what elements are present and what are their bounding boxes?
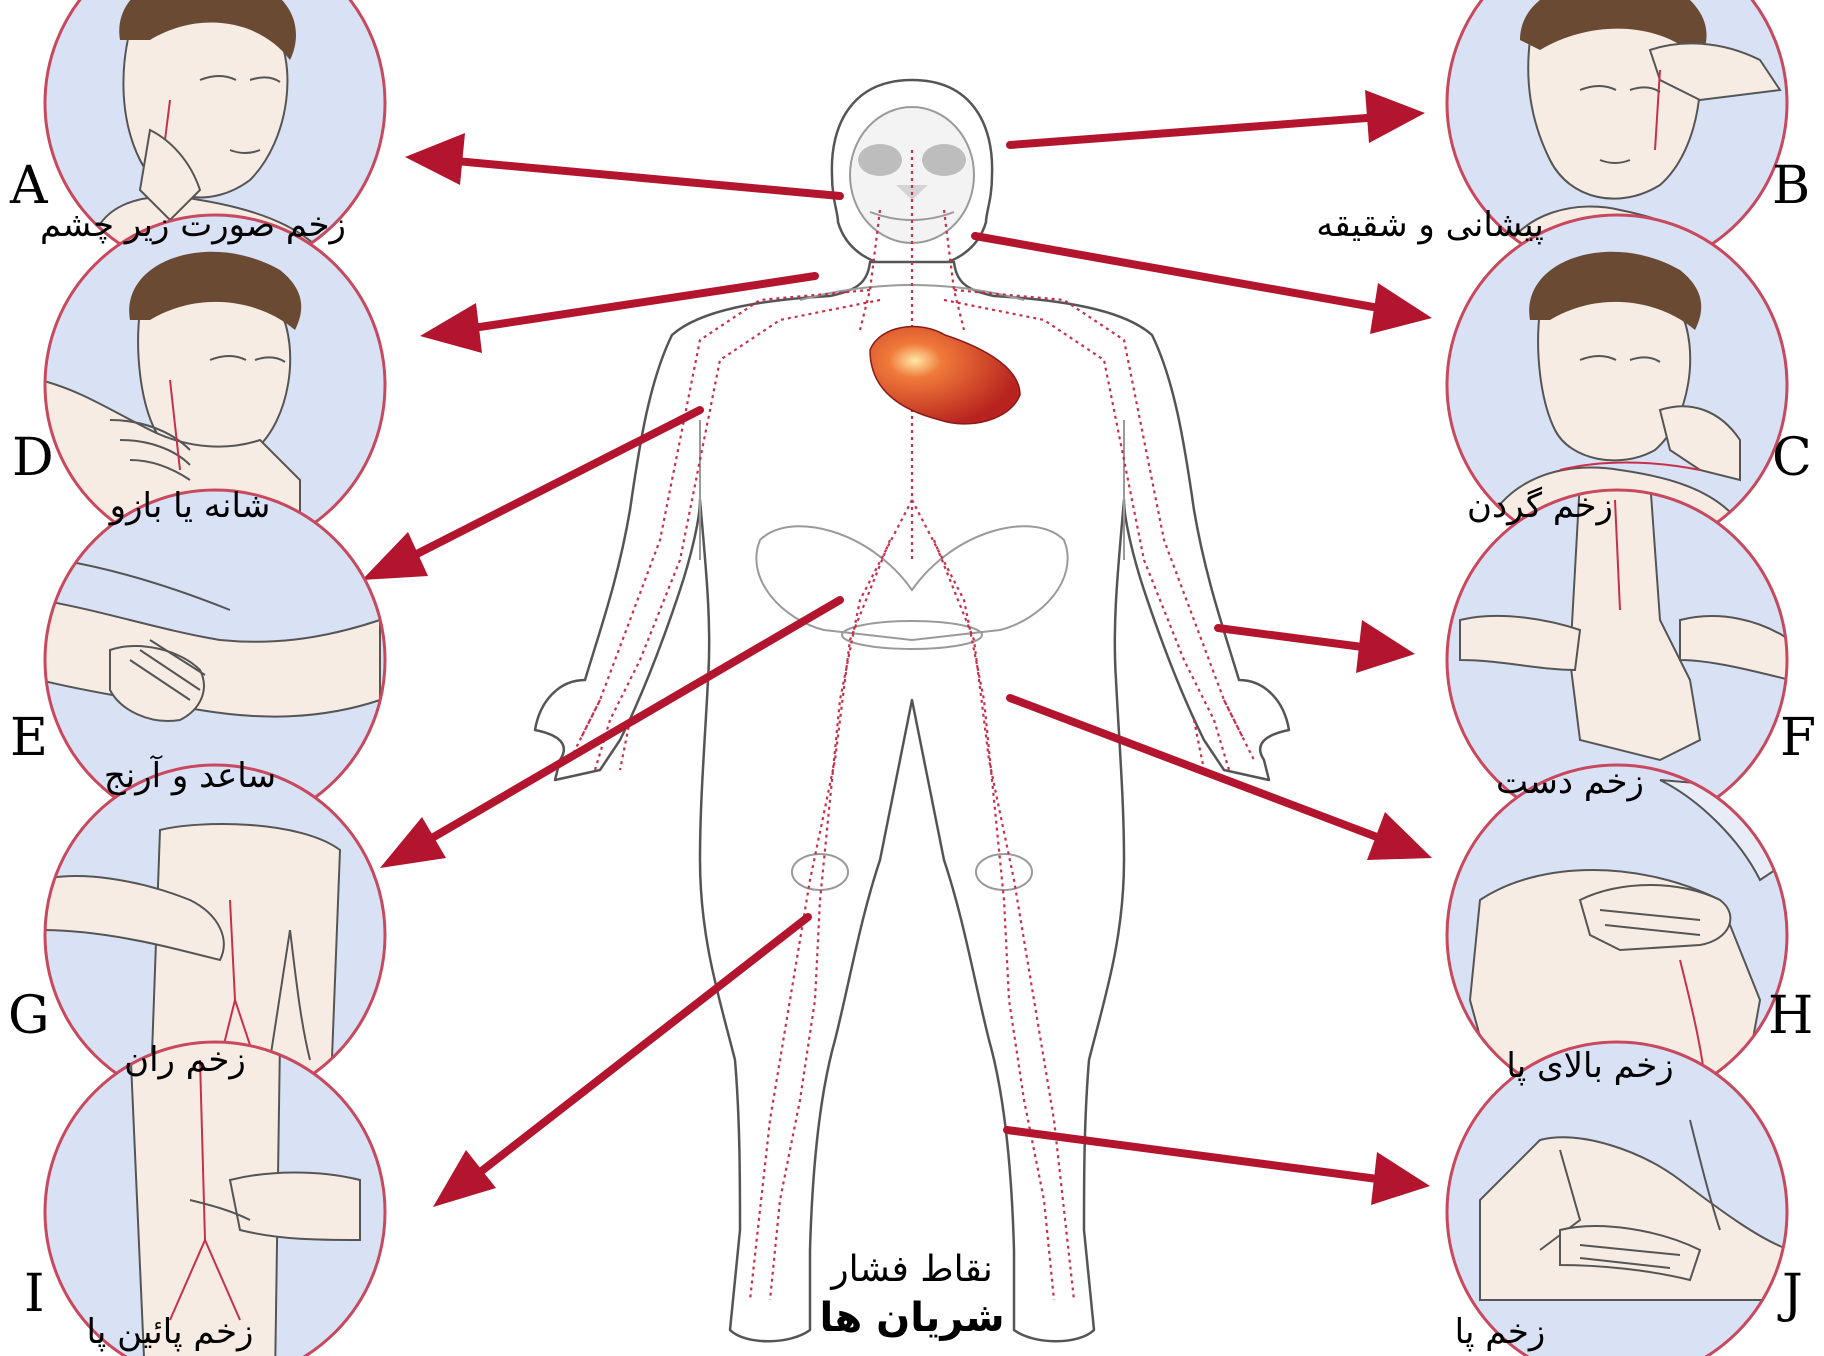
panel-j-letter: J: [1782, 1268, 1803, 1320]
panel-a-caption: زخم صورت زیر چشم: [40, 205, 560, 245]
panel-e-caption: ساعد و آرنج: [40, 756, 340, 796]
panel-g-caption: زخم ران: [70, 1040, 300, 1080]
panel-d-letter: D: [12, 432, 54, 484]
panel-b-letter: B: [1772, 160, 1810, 212]
panel-c-caption: زخم گردن: [1430, 486, 1650, 526]
panel-d-caption: شانه یا بازو: [40, 486, 340, 526]
panel-c-letter: C: [1772, 432, 1812, 484]
panel-h-caption: زخم بالای پا: [1440, 1046, 1740, 1086]
panel-i-caption: زخم پائین پا: [30, 1312, 310, 1352]
center-title-line2: شریان ها: [712, 1296, 1112, 1340]
panel-j-caption: زخم پا: [1400, 1312, 1600, 1352]
panel-j-illustration: [1447, 1042, 1790, 1356]
panel-b-caption: پیشانی و شقیقه: [1280, 205, 1580, 245]
panel-i-illustration: [45, 1040, 385, 1356]
panel-g-letter: G: [8, 990, 50, 1042]
panel-f-letter: F: [1780, 712, 1816, 764]
center-title-line1: نقاط فشار: [712, 1250, 1112, 1290]
panel-h-letter: H: [1768, 990, 1813, 1042]
panel-f-caption: زخم دست: [1460, 762, 1680, 802]
